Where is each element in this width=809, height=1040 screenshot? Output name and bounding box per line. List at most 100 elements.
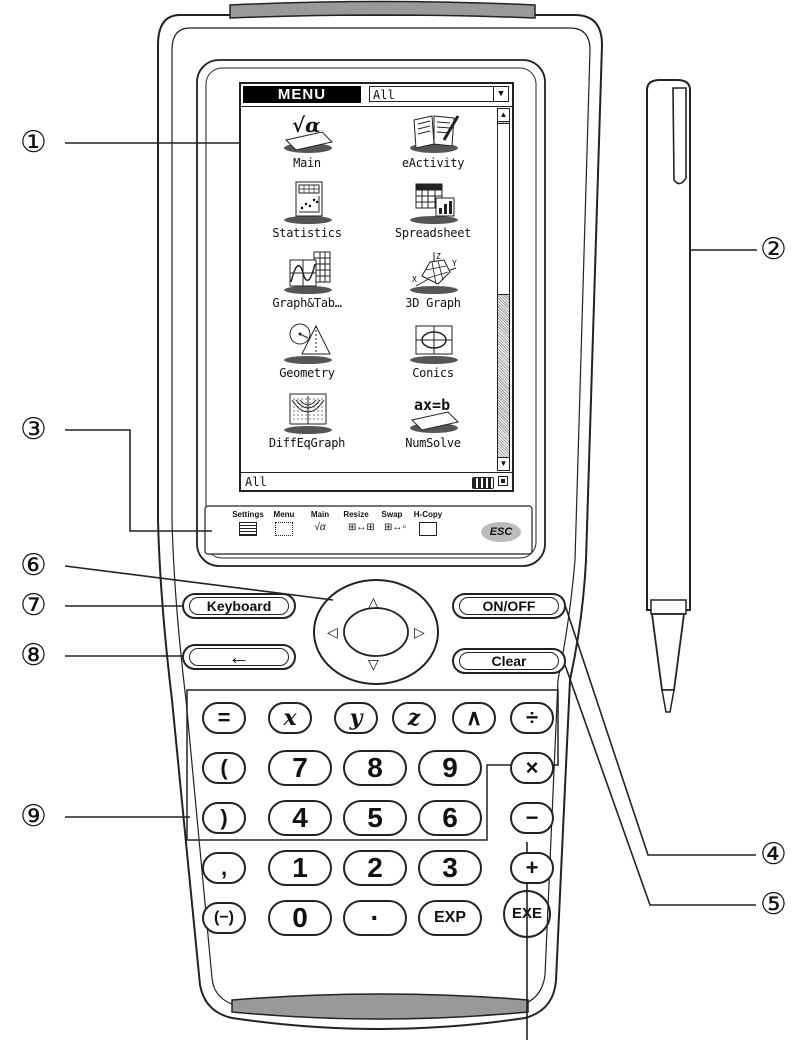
scroll-down-arrow-icon[interactable]: ▼ xyxy=(498,457,509,470)
callout-4: ④ xyxy=(760,837,787,872)
key-minus[interactable]: − xyxy=(510,802,554,834)
app-numsolve[interactable]: ax=b NumSolve xyxy=(373,390,493,456)
key-9[interactable]: 9 xyxy=(418,750,482,786)
key-divide[interactable]: ÷ xyxy=(510,702,554,734)
panel-label: H-Copy xyxy=(413,510,443,519)
stop-icon[interactable] xyxy=(498,476,508,486)
key-label: 9 xyxy=(442,752,458,783)
backspace-arrow-icon: ← xyxy=(228,644,250,669)
icon-panel: Settings Menu Main √α Resize ⊞↔⊞ Swap ⊞↔… xyxy=(207,508,530,552)
cursor-left-icon[interactable]: ◁ xyxy=(327,624,338,640)
callout-6: ⑥ xyxy=(20,548,47,583)
key-label: × xyxy=(525,755,539,780)
key-label: (−) xyxy=(214,909,234,926)
dpad-center[interactable] xyxy=(346,610,406,654)
panel-main-button[interactable]: Main √α xyxy=(301,510,339,550)
key-y[interactable]: y xyxy=(334,702,378,734)
clear-key[interactable]: Clear xyxy=(452,648,566,674)
panel-menu-button[interactable]: Menu xyxy=(265,510,303,550)
key-0[interactable]: 0 xyxy=(268,900,332,936)
panel-label: Settings xyxy=(232,510,264,519)
key-label: + xyxy=(525,855,539,880)
key-negative[interactable]: (−) xyxy=(202,902,246,934)
key-z[interactable]: z xyxy=(392,702,436,734)
esc-button[interactable]: ESC xyxy=(481,522,521,542)
cursor-up-icon[interactable]: △ xyxy=(368,594,379,610)
callout-5: ⑤ xyxy=(760,887,787,922)
key-equals[interactable]: = xyxy=(202,702,246,734)
key-label: ∧ xyxy=(465,705,483,730)
callout-3: ③ xyxy=(20,412,47,447)
app-main[interactable]: √α Main xyxy=(247,110,367,176)
resize-icon: ⊞↔⊞ xyxy=(348,522,375,533)
key-label: − xyxy=(525,805,539,830)
geometry-app-icon xyxy=(284,323,332,364)
key-6[interactable]: 6 xyxy=(418,800,482,836)
app-label: Graph&Tab… xyxy=(272,296,342,310)
chevron-down-icon[interactable]: ▼ xyxy=(493,87,508,101)
key-x[interactable]: x xyxy=(268,702,312,734)
key-plus[interactable]: + xyxy=(510,852,554,884)
panel-label: Main xyxy=(310,510,330,519)
key-3[interactable]: 3 xyxy=(418,850,482,886)
main-app-icon: √α xyxy=(284,113,333,153)
key-open-paren[interactable]: ( xyxy=(202,752,246,784)
panel-settings-button[interactable]: Settings xyxy=(229,510,267,550)
key-power[interactable]: ∧ xyxy=(452,702,496,734)
key-5[interactable]: 5 xyxy=(343,800,407,836)
app-diffeq-graph[interactable]: DiffEqGraph xyxy=(247,390,367,456)
key-multiply[interactable]: × xyxy=(510,752,554,784)
scroll-up-arrow-icon[interactable]: ▲ xyxy=(498,109,509,122)
key-label: Keyboard xyxy=(206,598,272,614)
key-exp[interactable]: EXP xyxy=(418,900,482,936)
stylus xyxy=(646,79,691,713)
key-label: 0 xyxy=(292,902,308,933)
scrollbar-thumb[interactable] xyxy=(498,123,509,295)
key-4[interactable]: 4 xyxy=(268,800,332,836)
app-label: 3D Graph xyxy=(405,296,461,310)
key-1[interactable]: 1 xyxy=(268,850,332,886)
key-close-paren[interactable]: ) xyxy=(202,802,246,834)
key-7[interactable]: 7 xyxy=(268,750,332,786)
key-comma[interactable]: , xyxy=(202,852,246,884)
graph-table-app-icon xyxy=(284,251,332,294)
panel-swap-button[interactable]: Swap ⊞↔▫ xyxy=(373,510,411,550)
key-2[interactable]: 2 xyxy=(343,850,407,886)
key-8[interactable]: 8 xyxy=(343,750,407,786)
key-label: x xyxy=(283,705,297,731)
panel-resize-button[interactable]: Resize ⊞↔⊞ xyxy=(337,510,375,550)
key-label: Clear xyxy=(491,653,527,669)
app-3d-graph[interactable]: Z Y X 3D Graph xyxy=(373,250,493,316)
cursor-down-icon[interactable]: ▽ xyxy=(368,656,379,672)
panel-hcopy-button[interactable]: H-Copy xyxy=(409,510,447,550)
status-bar: All xyxy=(241,472,512,490)
svg-text:√α: √α xyxy=(292,113,321,137)
key-label: 5 xyxy=(367,802,383,833)
settings-icon xyxy=(239,522,257,536)
app-graph-table[interactable]: Graph&Tab… xyxy=(247,250,367,316)
backspace-key[interactable]: ← xyxy=(182,644,296,670)
app-label: Statistics xyxy=(272,226,342,240)
menu-title[interactable]: MENU xyxy=(243,86,361,103)
on-off-key[interactable]: ON/OFF xyxy=(452,593,566,619)
key-inner-ring xyxy=(459,652,559,670)
keyboard-key[interactable]: Keyboard xyxy=(182,593,296,619)
conics-app-icon xyxy=(410,325,458,364)
app-conics[interactable]: Conics xyxy=(373,320,493,386)
3d-graph-app-icon: Z Y X xyxy=(410,252,458,294)
main-icon: √α xyxy=(314,522,326,533)
vertical-scrollbar[interactable]: ▲ ▼ xyxy=(497,108,510,471)
touch-screen[interactable]: MENU All ▼ √α Main eActivity xyxy=(239,82,514,492)
key-label: 1 xyxy=(292,852,308,883)
key-inner-ring xyxy=(189,648,289,666)
exe-key[interactable]: EXE xyxy=(503,890,551,938)
app-label: Geometry xyxy=(279,366,335,380)
app-eactivity[interactable]: eActivity xyxy=(373,110,493,176)
app-geometry[interactable]: Geometry xyxy=(247,320,367,386)
category-dropdown[interactable]: All ▼ xyxy=(369,86,509,102)
app-statistics[interactable]: Statistics xyxy=(247,180,367,246)
app-spreadsheet[interactable]: Spreadsheet xyxy=(373,180,493,246)
cursor-right-icon[interactable]: ▷ xyxy=(414,624,425,640)
callout-8: ⑧ xyxy=(20,638,47,673)
key-decimal[interactable]: · xyxy=(343,900,407,936)
